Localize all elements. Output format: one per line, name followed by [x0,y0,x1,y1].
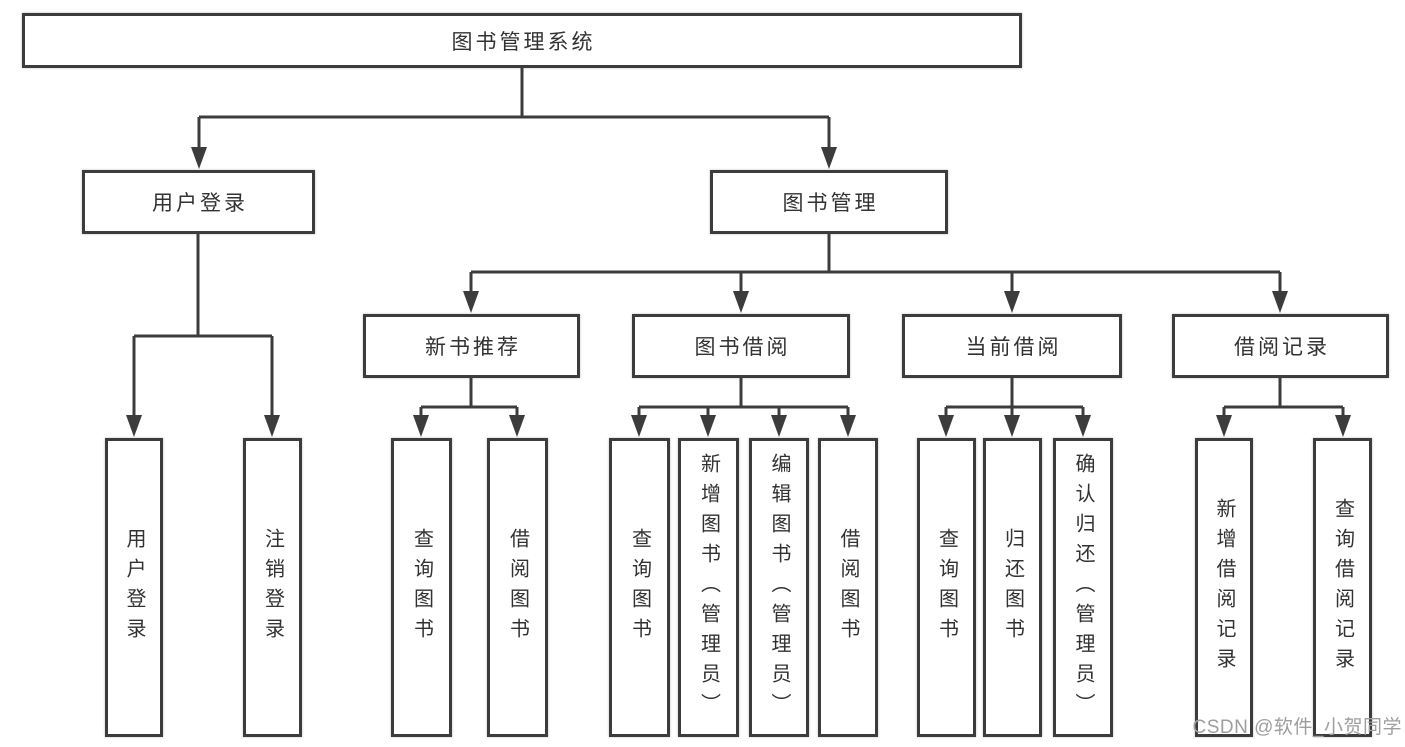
leaf-logout-label: 注销登录 [261,527,284,648]
connector-new-book-split [413,378,525,437]
connector-borrow-record-split [1216,378,1351,437]
connector-current-borrow-split [938,378,1091,437]
node-borrow-record: 借阅记录 [1172,314,1389,378]
node-current-borrow: 当前借阅 [902,314,1122,378]
leaf-confirm-return-admin: 确认归还（管理员） [1053,438,1113,737]
connector-user-login-split [126,234,280,437]
node-user-login-label: 用户登录 [152,192,248,215]
leaf-borrow-borrow-book: 借阅图书 [818,438,878,737]
arrowhead [1216,415,1232,437]
arrowhead [771,415,787,437]
node-book-management: 图书管理 [710,170,948,234]
leaf-add-borrow-record-label: 新增借阅记录 [1213,497,1235,678]
arrowhead [733,291,749,313]
node-current-borrow-label: 当前借阅 [965,336,1062,359]
arrowhead [264,415,280,437]
leaf-return-book-label: 归还图书 [1001,527,1024,648]
arrowhead [1075,415,1091,437]
arrowhead [413,415,429,437]
node-borrow-record-label: 借阅记录 [1234,336,1330,359]
arrowhead [126,415,142,437]
leaf-new-book-query-book: 查询图书 [391,438,452,737]
node-library-system: 图书管理系统 [22,13,1022,68]
arrowhead [509,415,525,437]
csdn-watermark: CSDN @软件_小贺同学 [1192,717,1402,738]
leaf-query-borrow-record: 查询借阅记录 [1313,438,1372,737]
node-user-login: 用户登录 [82,170,315,234]
arrowhead [840,415,856,437]
leaf-add-borrow-record: 新增借阅记录 [1195,438,1253,737]
leaf-edit-book-admin-label: 编辑图书（管理员） [768,452,790,723]
leaf-confirm-return-admin-label: 确认归还（管理员） [1072,452,1094,723]
arrowhead [631,415,647,437]
node-new-book-recommend-label: 新书推荐 [425,336,521,359]
connector-root-split [191,68,837,169]
arrowhead [821,147,837,169]
arrowhead [1004,415,1020,437]
leaf-borrow-query-book-label: 查询图书 [628,527,651,648]
leaf-new-book-borrow-book-label: 借阅图书 [506,527,529,648]
leaf-new-book-borrow-book: 借阅图书 [487,438,548,737]
arrowhead [463,291,479,313]
node-book-borrow-label: 图书借阅 [694,336,791,359]
arrowhead [938,415,954,437]
arrowhead [1335,415,1351,437]
leaf-query-borrow-record-label: 查询借阅记录 [1331,497,1354,678]
leaf-borrow-borrow-book-label: 借阅图书 [837,527,859,648]
leaf-add-book-admin: 新增图书（管理员） [678,438,739,737]
node-book-borrow: 图书借阅 [632,314,850,378]
arrowhead [1272,291,1288,313]
leaf-edit-book-admin: 编辑图书（管理员） [749,438,809,737]
leaf-user-login: 用户登录 [105,438,163,737]
node-book-management-label: 图书管理 [782,192,879,215]
node-library-system-label: 图书管理系统 [451,30,596,54]
arrowhead [1004,291,1020,313]
leaf-current-query-book: 查询图书 [917,438,976,737]
node-new-book-recommend: 新书推荐 [363,314,580,378]
connector-book-borrow-split [631,378,856,437]
leaf-borrow-query-book: 查询图书 [609,438,670,737]
arrowhead [700,415,716,437]
leaf-logout: 注销登录 [243,438,302,737]
arrowhead [191,147,207,169]
leaf-return-book: 归还图书 [983,438,1042,737]
connector-book-management-split [463,234,1288,313]
leaf-new-book-query-book-label: 查询图书 [410,527,433,648]
leaf-add-book-admin-label: 新增图书（管理员） [697,452,720,723]
leaf-current-query-book-label: 查询图书 [935,527,958,648]
leaf-user-login-label: 用户登录 [123,527,145,648]
